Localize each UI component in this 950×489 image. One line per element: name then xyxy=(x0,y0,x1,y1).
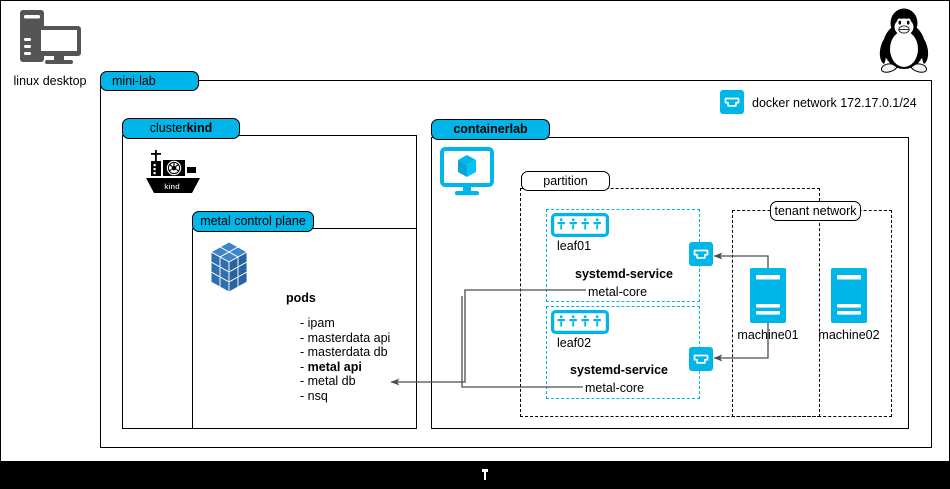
cluster-label-bold: kind xyxy=(186,121,213,136)
network-switch-icon xyxy=(551,213,609,237)
machine01-label: machine01 xyxy=(737,328,799,342)
leaf01-port-icon xyxy=(689,242,713,266)
list-item: - metal db xyxy=(300,374,356,389)
leaf02-service-name: metal-core xyxy=(585,381,645,395)
leaf01-service-title: systemd-service xyxy=(575,267,673,281)
leaf02-port-icon xyxy=(689,347,713,371)
leaf01-label: leaf01 xyxy=(557,239,592,253)
list-item: - nsq xyxy=(300,388,328,403)
bottom-bar-marker xyxy=(481,468,489,481)
minilab-group xyxy=(100,80,932,448)
bottom-bar xyxy=(0,461,950,489)
kubernetes-cube-icon xyxy=(200,240,258,296)
list-item: - masterdata api xyxy=(300,330,391,345)
pods-heading: pods xyxy=(286,291,316,305)
leaf01-service-name: metal-core xyxy=(588,285,648,299)
linux-penguin-logo xyxy=(868,6,940,74)
pods-list: - ipam - masterdata api - masterdata db … xyxy=(300,316,390,404)
desktop-computer-icon xyxy=(17,8,83,66)
minilab-label[interactable]: mini-lab xyxy=(100,71,199,91)
list-item: - masterdata db xyxy=(300,345,388,360)
list-item-metal-api: - metal api xyxy=(300,359,362,374)
monitor-cube-icon xyxy=(440,147,494,197)
metal-control-plane-label[interactable]: metal control plane xyxy=(192,211,314,232)
cluster-label-prefix: cluster xyxy=(149,121,187,136)
leaf02-label: leaf02 xyxy=(557,336,592,350)
cluster-kind-label[interactable]: cluster kind xyxy=(122,118,240,139)
containerlab-group xyxy=(431,137,909,429)
network-switch-icon xyxy=(551,310,609,334)
machine02-label: machine02 xyxy=(818,328,880,342)
network-port-icon xyxy=(720,90,744,114)
machine02-icon xyxy=(831,268,867,323)
docker-network-label: docker network 172.17.0.1/24 xyxy=(752,96,917,110)
svg-text:kind: kind xyxy=(164,182,180,191)
containerlab-label[interactable]: containerlab xyxy=(431,119,550,140)
tenant-network-label[interactable]: tenant network xyxy=(770,201,861,221)
partition-label[interactable]: partition xyxy=(521,171,610,191)
desktop-label: linux desktop xyxy=(13,74,87,88)
leaf02-service-title: systemd-service xyxy=(570,363,668,377)
list-item: - ipam xyxy=(300,316,335,330)
machine01-icon xyxy=(750,268,786,323)
kind-ship-logo: kind xyxy=(142,149,208,196)
